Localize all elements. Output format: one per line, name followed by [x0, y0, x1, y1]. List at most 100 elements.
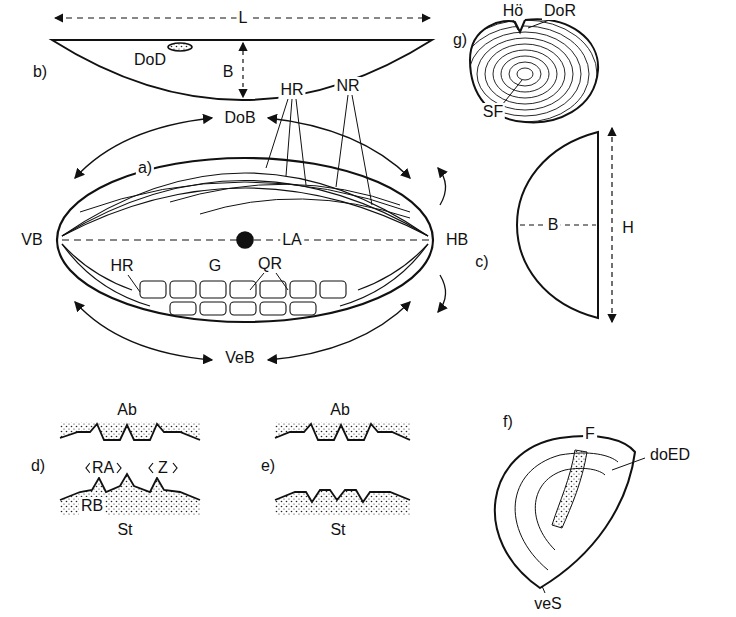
line-art	[276, 273, 288, 290]
line-art	[170, 281, 196, 298]
line-art	[320, 281, 346, 298]
part-label: DoB	[222, 109, 257, 127]
line-art	[290, 281, 316, 298]
line-art	[62, 173, 428, 236]
line-art	[242, 43, 243, 97]
line-art	[52, 40, 432, 100]
line-art	[75, 118, 212, 178]
line-art	[60, 424, 200, 440]
line-art	[200, 302, 226, 315]
line-art	[502, 80, 522, 105]
part-label: doED	[648, 446, 692, 464]
line-art	[336, 95, 348, 187]
line-art	[268, 118, 410, 178]
line-art	[62, 244, 150, 306]
line-art	[170, 302, 196, 315]
line-art	[62, 181, 428, 237]
line-art	[470, 19, 598, 122]
line-art	[453, 20, 597, 128]
line-art	[140, 281, 166, 298]
line-art	[290, 302, 316, 315]
line-art	[60, 474, 200, 515]
part-label: HB	[444, 231, 470, 249]
part-label: SF	[481, 103, 505, 121]
line-art	[513, 20, 518, 30]
line-art	[542, 586, 545, 593]
part-label: g)	[451, 31, 469, 49]
line-art	[453, 20, 597, 128]
part-label: VeB	[223, 349, 256, 367]
part-label: L	[237, 9, 250, 27]
part-label: VB	[19, 231, 44, 249]
part-label: RB	[79, 497, 105, 515]
line-art	[485, 44, 565, 104]
part-label: HR	[278, 81, 305, 99]
line-art	[438, 275, 446, 312]
part-label: b)	[31, 63, 49, 81]
line-art	[352, 95, 372, 205]
line-art	[509, 62, 541, 86]
line-art	[60, 422, 200, 440]
line-art	[128, 275, 140, 292]
line-art	[286, 99, 292, 176]
line-art	[250, 273, 264, 290]
line-art	[358, 244, 428, 290]
part-label: St	[328, 521, 347, 539]
line-art	[340, 244, 428, 306]
part-label: QR	[256, 255, 284, 273]
line-art	[501, 56, 549, 92]
part-label: DoR	[542, 2, 578, 20]
part-label: B	[221, 63, 236, 81]
line-art	[493, 50, 557, 98]
part-label: f)	[501, 413, 515, 431]
line-art	[170, 184, 400, 205]
line-art	[611, 128, 612, 322]
part-label: H	[620, 219, 636, 237]
part-label: c)	[473, 253, 490, 271]
part-label: F	[583, 425, 597, 443]
line-art	[62, 188, 428, 236]
line-art	[495, 436, 635, 588]
line-art	[296, 99, 306, 185]
part-label: NR	[334, 77, 361, 95]
line-art	[517, 132, 598, 318]
line-art	[52, 18, 645, 593]
part-label: HR	[108, 257, 135, 275]
part-label: RA	[90, 459, 116, 477]
line-art	[230, 281, 256, 298]
part-label: St	[115, 521, 134, 539]
line-art	[75, 302, 212, 360]
part-label: d)	[29, 457, 47, 475]
line-art	[438, 168, 446, 205]
line-art	[517, 68, 533, 80]
part-label: Z	[156, 459, 170, 477]
line-art	[57, 158, 433, 322]
line-art	[275, 422, 410, 440]
part-label: Ab	[328, 401, 352, 419]
part-label: Hö	[501, 2, 525, 20]
line-art	[200, 199, 410, 218]
part-label: veS	[532, 595, 564, 613]
line-art	[461, 26, 589, 122]
line-art	[275, 490, 410, 515]
line-art	[552, 450, 587, 528]
part-label: a)	[136, 159, 154, 177]
line-art	[200, 281, 226, 298]
part-label: LA	[280, 231, 304, 249]
line-art	[266, 99, 288, 168]
line-art	[237, 232, 253, 248]
line-art	[260, 302, 286, 315]
line-art	[612, 458, 645, 470]
line-art	[140, 281, 346, 315]
part-label: Ab	[115, 401, 139, 419]
line-art	[260, 281, 286, 298]
part-label: B	[546, 216, 561, 234]
line-art	[477, 38, 573, 110]
line-art	[168, 43, 192, 51]
part-label: DoD	[132, 51, 168, 69]
part-label: G	[207, 257, 223, 275]
part-label: e)	[259, 457, 277, 475]
line-art	[230, 302, 256, 315]
